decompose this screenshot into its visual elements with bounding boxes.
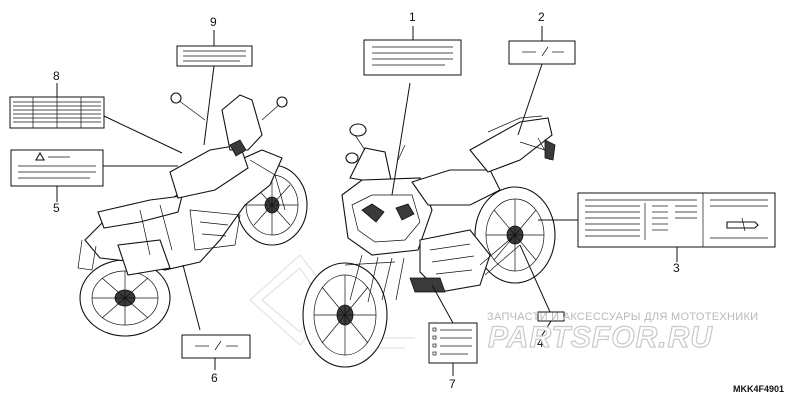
warning-icon — [35, 151, 45, 161]
callout-3: 3 — [673, 261, 680, 275]
motorcycle-rear-view — [77, 92, 308, 337]
callout-2: 2 — [538, 10, 545, 24]
label-1 — [363, 39, 462, 76]
callout-5: 5 — [53, 201, 60, 215]
label-2 — [508, 40, 576, 65]
leader-lines — [56, 26, 678, 376]
watermark-logo: PARTSFOR.RU — [488, 321, 713, 354]
label-9 — [176, 45, 253, 67]
label-8 — [9, 96, 105, 129]
watermark-caption: ЗАПЧАСТИ И АКСЕССУАРЫ ДЛЯ МОТОТЕХНИКИ — [487, 311, 758, 323]
label-5 — [10, 149, 104, 187]
callout-8: 8 — [53, 69, 60, 83]
callout-9: 9 — [210, 15, 217, 29]
label-3 — [577, 192, 776, 248]
part-code: MKK4F4901 — [733, 384, 784, 394]
wrench-icon — [726, 221, 759, 229]
callout-1: 1 — [409, 10, 416, 24]
label-7 — [428, 322, 478, 364]
label-6 — [181, 334, 251, 359]
callout-4: 4 — [537, 336, 544, 350]
motorcycle-front-view — [302, 115, 556, 368]
callout-7: 7 — [449, 377, 456, 391]
callout-6: 6 — [211, 371, 218, 385]
